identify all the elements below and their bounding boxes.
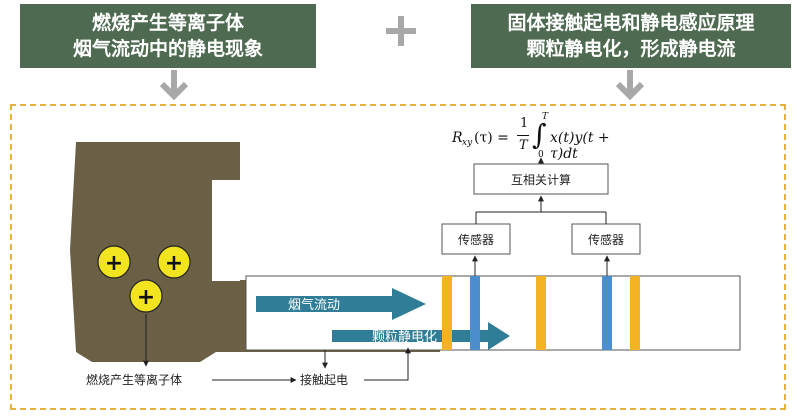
formula-integral-upper: T <box>542 112 549 122</box>
electrode-orange-2 <box>536 276 546 350</box>
formula-lhs-subscript: xy <box>462 138 473 148</box>
header-plasma-line2: 烟气流动中的静电现象 <box>72 38 263 60</box>
cross-correlation-formula: R xy (τ) = 1 T ∫ T 0 x(t)y(t + τ)dt <box>440 112 640 162</box>
plasma-label: 燃烧产生等离子体 <box>86 372 182 387</box>
smoke-flow-label: 烟气流动 <box>288 297 340 313</box>
charge-particle-3: + <box>129 279 163 313</box>
particle-charging-arrow: 颗粒静电化 <box>332 322 510 350</box>
formula-fraction-bar <box>517 135 529 136</box>
contact-to-particle-arrow <box>364 347 411 381</box>
particle-charging-label: 颗粒静电化 <box>372 330 437 345</box>
plus-icon <box>386 16 416 46</box>
down-arrow-left-icon <box>159 70 189 101</box>
charge-particle-2: + <box>157 245 191 279</box>
formula-fraction-numerator: 1 <box>520 116 529 131</box>
charge-sign-2: + <box>165 251 183 276</box>
formula-fraction-denominator: T <box>519 138 528 153</box>
sensor-left-box <box>441 223 511 255</box>
dashed-frame <box>10 104 786 410</box>
electrode-blue-2 <box>602 276 612 350</box>
electrode-orange-3 <box>630 276 640 350</box>
contact-charging-label: 接触起电 <box>300 372 348 387</box>
sensor-right-box <box>571 223 641 255</box>
chimney-opening <box>212 180 240 281</box>
electrode-blue-1 <box>470 276 480 350</box>
formula-lhs: R <box>452 130 463 146</box>
charge-sign-1: + <box>105 251 123 276</box>
header-contact-line2: 颗粒静电化，形成静电流 <box>526 38 736 60</box>
sensor-left-label: 传感器 <box>458 232 494 247</box>
cross-correlation-box <box>473 163 609 195</box>
header-contact-line1: 固体接触起电和静电感应原理 <box>507 12 755 34</box>
header-plasma: 燃烧产生等离子体 烟气流动中的静电现象 <box>20 4 316 68</box>
charge-sign-3: + <box>137 285 155 310</box>
charge-particle-1: + <box>97 245 131 279</box>
sensor-connector <box>475 157 607 224</box>
header-contact-charging: 固体接触起电和静电感应原理 颗粒静电化，形成静电流 <box>471 4 791 68</box>
formula-integrand: x(t)y(t + τ)dt <box>550 130 610 162</box>
down-arrow-right-icon <box>615 70 645 101</box>
smoke-flow-arrow: 烟气流动 <box>256 288 426 320</box>
electrode-orange-1 <box>442 276 452 350</box>
cross-correlation-label: 互相关计算 <box>511 172 571 187</box>
formula-lhs-argument: (τ) = <box>474 130 509 146</box>
formula-integral-lower: 0 <box>538 150 544 160</box>
sensor-right-label: 传感器 <box>588 232 624 247</box>
header-plasma-line1: 燃烧产生等离子体 <box>91 12 244 34</box>
integral-sign-icon: ∫ <box>532 118 547 151</box>
